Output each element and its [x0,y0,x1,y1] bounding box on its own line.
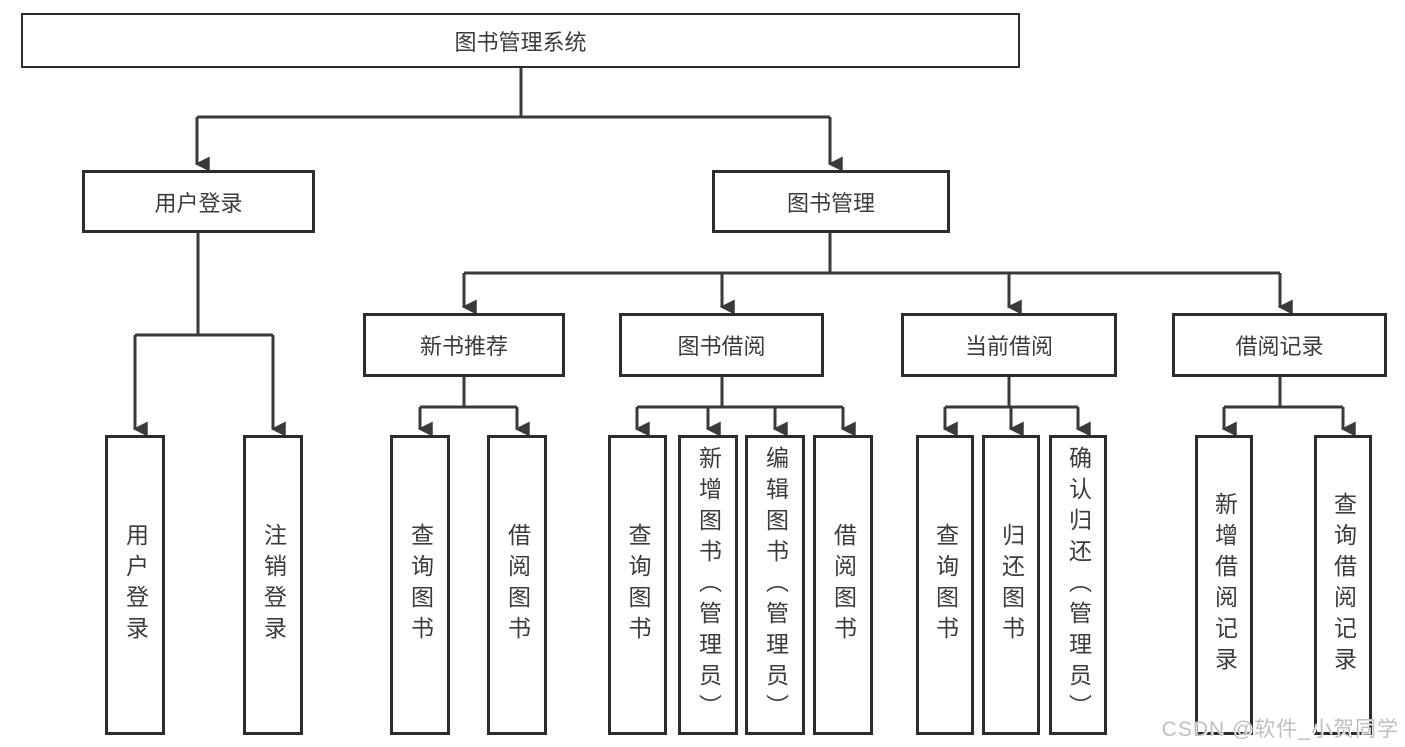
leaf-user-login: 用户登录 [105,435,165,735]
leaf-borrow-books-borrow: 借阅图书 [813,435,873,735]
node-label: 查询借阅记录 [1330,492,1357,678]
csdn-watermark: CSDN @软件_小贺同学 [1161,718,1399,741]
leaf-borrow-books-recommend: 借阅图书 [487,435,547,735]
node-label: 归还图书 [998,523,1025,647]
node-system-root: 图书管理系统 [21,13,1020,68]
leaf-query-books-borrow: 查询图书 [608,435,667,735]
node-label: 新增图书（管理员） [695,445,722,725]
node-borrow-records: 借阅记录 [1172,313,1387,377]
leaf-return-books: 归还图书 [982,435,1040,735]
tree-edges [132,68,1356,437]
node-current-borrow: 当前借阅 [901,313,1117,377]
leaf-logout: 注销登录 [243,435,303,735]
leaf-add-borrow-record: 新增借阅记录 [1195,435,1253,735]
leaf-query-books-recommend: 查询图书 [390,435,450,735]
leaf-query-borrow-record: 查询借阅记录 [1314,435,1372,735]
node-label: 图书管理 [786,190,875,216]
node-label: 用户登录 [154,190,243,216]
node-label: 查询图书 [407,523,434,647]
leaf-edit-book-admin: 编辑图书（管理员） [745,435,805,735]
node-label: 用户登录 [122,523,149,647]
node-label: 编辑图书（管理员） [762,445,789,725]
leaf-add-book-admin: 新增图书（管理员） [678,435,738,735]
node-label: 查询图书 [932,523,959,647]
leaf-confirm-return-admin: 确认归还（管理员） [1049,435,1107,735]
node-label: 新书推荐 [419,334,508,359]
leaf-query-books-current: 查询图书 [916,435,974,735]
node-user-login: 用户登录 [82,170,315,233]
node-label: 借阅图书 [830,523,857,647]
node-label: 当前借阅 [964,334,1053,359]
node-new-book-recommend: 新书推荐 [363,313,565,377]
node-label: 借阅记录 [1235,334,1324,359]
node-label: 确认归还（管理员） [1065,445,1092,725]
node-label: 查询图书 [625,523,651,647]
node-label: 新增借阅记录 [1211,492,1238,678]
node-label: 注销登录 [260,523,287,647]
node-label: 借阅图书 [504,523,531,647]
node-book-borrow: 图书借阅 [619,313,824,377]
node-label: 图书借阅 [677,334,766,359]
node-book-management: 图书管理 [712,170,950,233]
node-label: 图书管理系统 [454,29,587,55]
